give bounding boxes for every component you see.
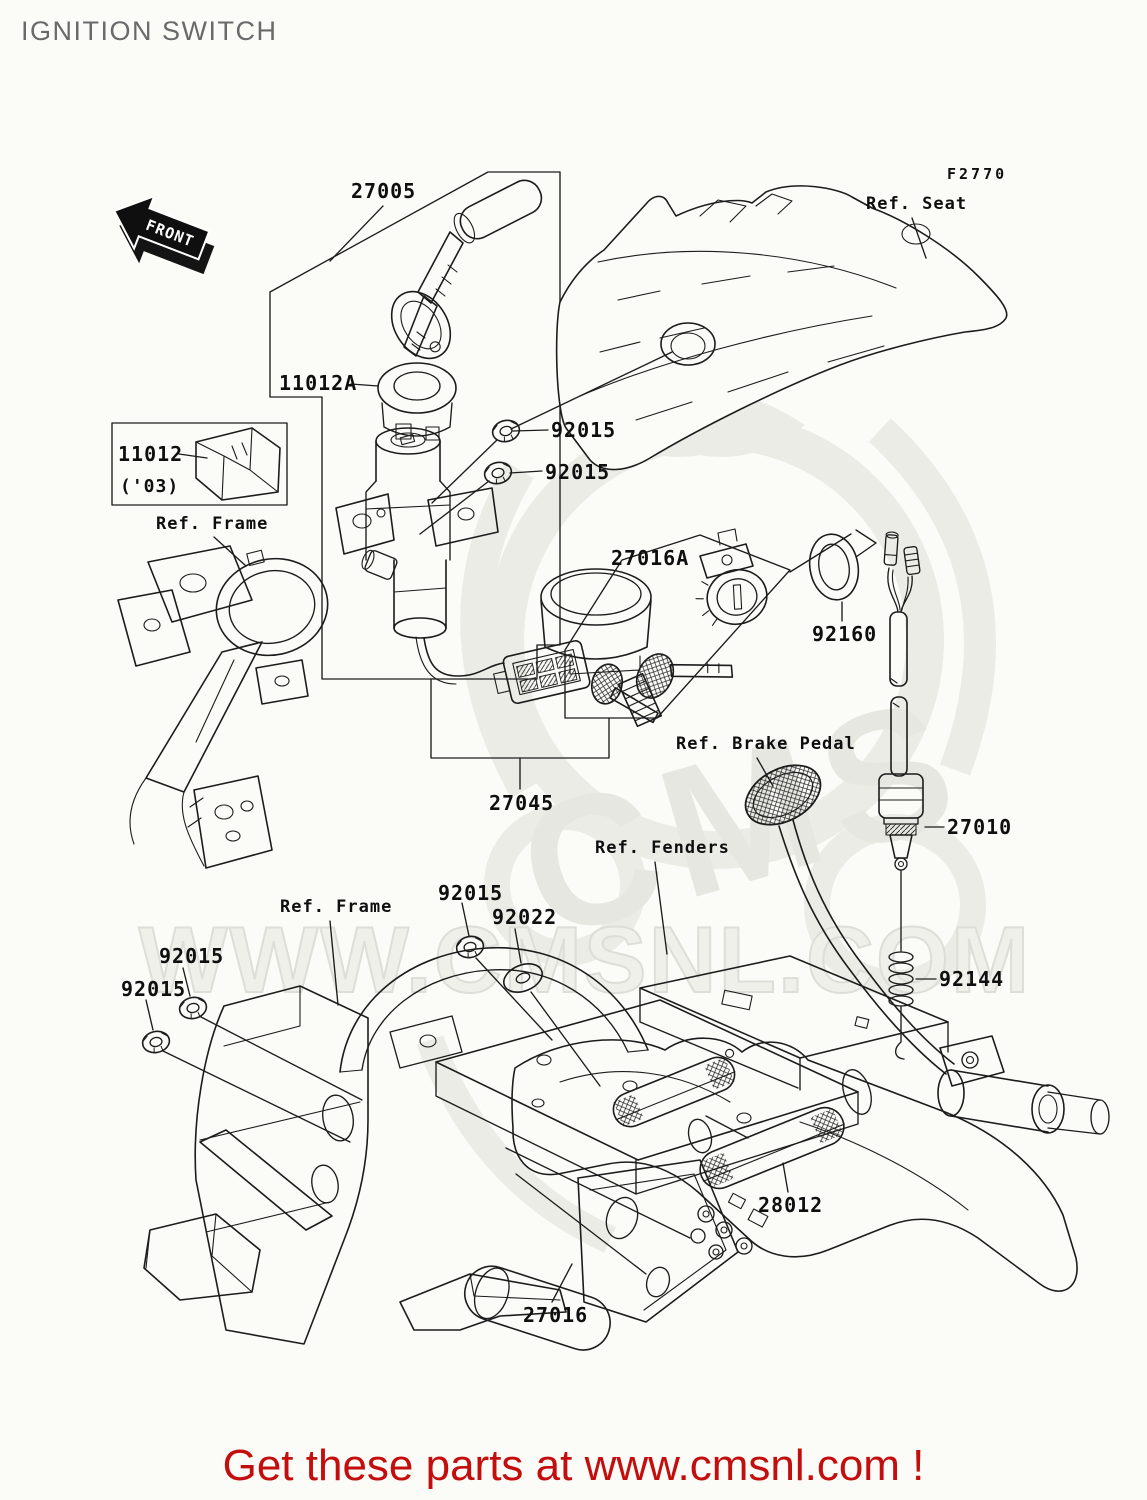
part-ring-11012a — [377, 362, 457, 441]
part-label-27016: 27016 — [523, 1303, 589, 1327]
part-label-92015-4: 92015 — [159, 944, 225, 968]
part-spring-92144 — [888, 869, 914, 1060]
part-bracket-27016 — [399, 1159, 769, 1331]
ref-brake-pedal-drawing — [744, 764, 1110, 1135]
part-label-11012a: 11012A — [279, 371, 358, 395]
leader-lines — [145, 205, 945, 1303]
watermark: CMS WWW.CMSNL.COM — [138, 390, 1030, 1253]
part-nut-92015-5 — [139, 1028, 173, 1056]
ref-label-seat: Ref. Seat — [866, 194, 968, 214]
front-arrow: FRONT — [112, 194, 215, 275]
ref-label-brake-pedal: Ref. Brake Pedal — [676, 734, 856, 754]
part-label-92160: 92160 — [812, 622, 878, 646]
figure-code: F2770 — [947, 165, 1008, 183]
part-label-27005: 27005 — [351, 179, 417, 203]
ref-frame-lower-drawing — [143, 947, 859, 1351]
ref-seat-drawing — [555, 185, 1008, 471]
footer-promo: Get these parts at www.cmsnl.com ! — [222, 1441, 925, 1490]
ref-label-frame-upper: Ref. Frame — [156, 514, 269, 534]
part-cover-11012 — [195, 427, 281, 501]
ref-label-fenders: Ref. Fenders — [595, 838, 730, 858]
part-reflector-28012-left — [612, 1048, 736, 1128]
part-key-27005 — [390, 179, 543, 360]
part-label-92015-5: 92015 — [121, 977, 187, 1001]
continuation-chevron — [855, 529, 877, 558]
part-label-92015-3: 92015 — [438, 881, 504, 905]
part-reflector-28012-right — [699, 1106, 845, 1190]
part-label-27010: 27010 — [947, 815, 1013, 839]
part-switch-27016a — [590, 528, 768, 728]
part-label-92022: 92022 — [492, 905, 558, 929]
ref-frame-upper-drawing — [117, 545, 329, 869]
part-washer-92022 — [503, 963, 543, 993]
ref-label-frame-lower: Ref. Frame — [280, 897, 393, 917]
part-label-27016a: 27016A — [611, 546, 690, 570]
part-label-11012: 11012 — [118, 442, 184, 466]
part-label-28012: 28012 — [758, 1193, 824, 1217]
part-grommet-92160 — [808, 533, 860, 601]
part-label-92015-2: 92015 — [545, 460, 611, 484]
part-brake-switch-27010 — [878, 531, 924, 871]
note-label-year: ('03) — [120, 476, 180, 497]
part-label-27045: 27045 — [489, 791, 555, 815]
page-title: IGNITION SWITCH — [21, 16, 278, 46]
part-label-92144: 92144 — [939, 967, 1005, 991]
part-label-92015-1: 92015 — [551, 418, 617, 442]
